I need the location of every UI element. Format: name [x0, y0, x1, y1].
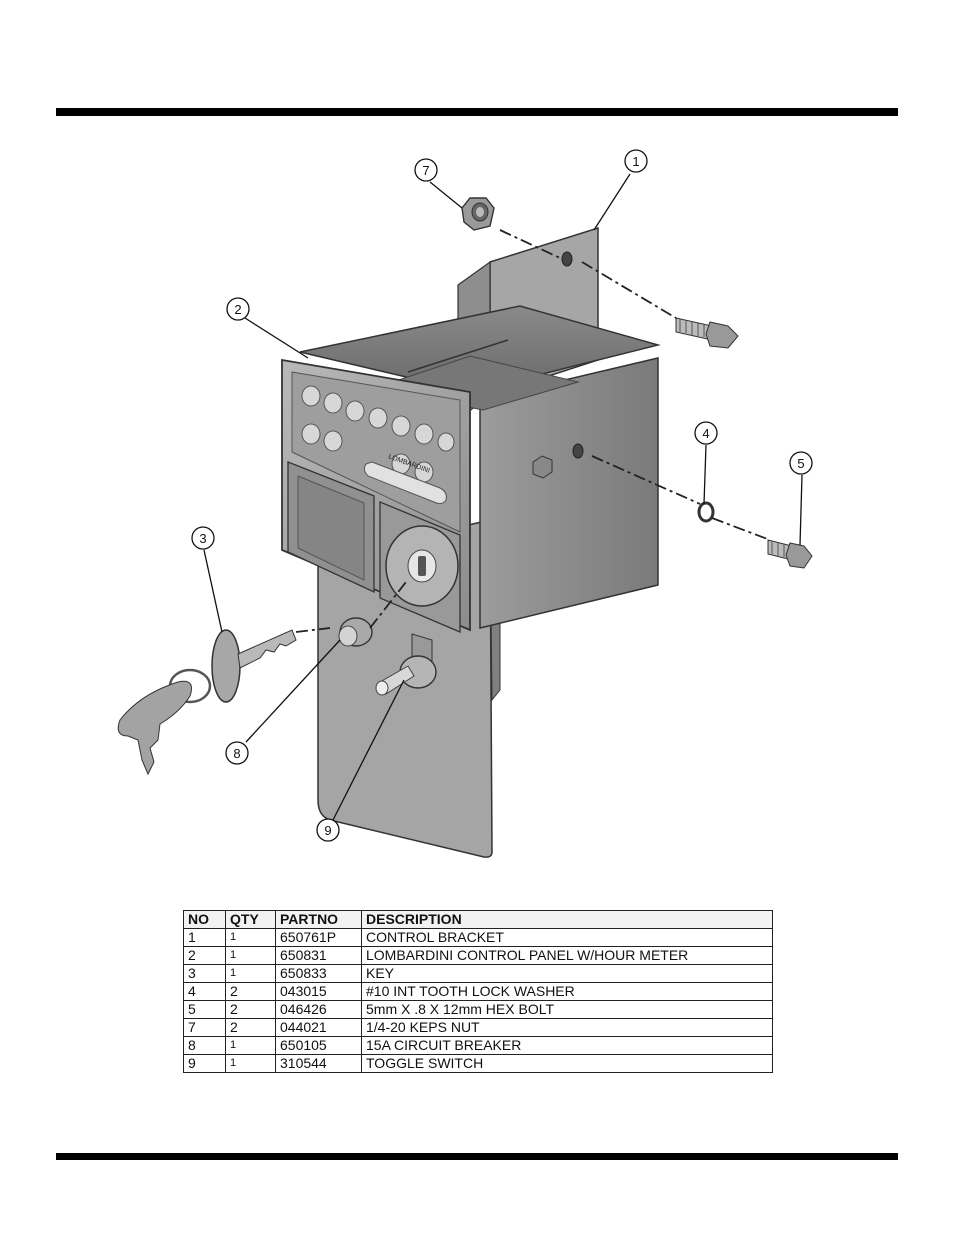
footer-rule — [56, 1153, 898, 1160]
table-row: 1 1 650761P CONTROL BRACKET — [183, 928, 773, 947]
header-description: DESCRIPTION — [361, 910, 773, 929]
svg-text:1: 1 — [632, 154, 639, 169]
cell-no: 9 — [183, 1054, 226, 1073]
hex-bolt-lower — [767, 539, 813, 569]
cell-description: TOGGLE SWITCH — [361, 1054, 773, 1073]
table-row: 9 1 310544 TOGGLE SWITCH — [183, 1054, 773, 1073]
callout-1: 1 — [624, 149, 648, 173]
cell-description: 15A CIRCUIT BREAKER — [361, 1036, 773, 1055]
cell-description: KEY — [361, 964, 773, 983]
header-no: NO — [183, 910, 226, 929]
cell-qty: 1 — [225, 1036, 276, 1055]
cell-partno: 650761P — [275, 928, 362, 947]
circuit-breaker — [338, 617, 373, 647]
cell-no: 3 — [183, 964, 226, 983]
callout-2: 2 — [226, 297, 250, 321]
key — [117, 629, 297, 776]
lock-washer — [697, 501, 715, 523]
cell-partno: 046426 — [275, 1000, 362, 1019]
callout-4: 4 — [694, 421, 718, 445]
cell-qty: 1 — [225, 946, 276, 965]
table-row: 2 1 650831 LOMBARDINI CONTROL PANEL W/HO… — [183, 946, 773, 965]
cell-no: 1 — [183, 928, 226, 947]
cell-qty: 2 — [225, 1000, 276, 1019]
cell-qty: 2 — [225, 1018, 276, 1037]
svg-text:9: 9 — [324, 823, 331, 838]
table-row: 5 2 046426 5mm X .8 X 12mm HEX BOLT — [183, 1000, 773, 1019]
callout-9: 9 — [316, 818, 340, 842]
leader-lines — [203, 173, 803, 821]
callout-3: 3 — [191, 526, 215, 550]
svg-text:7: 7 — [422, 163, 429, 178]
cell-partno: 044021 — [275, 1018, 362, 1037]
cell-qty: 2 — [225, 982, 276, 1001]
table-row: 7 2 044021 1/4-20 KEPS NUT — [183, 1018, 773, 1037]
svg-text:4: 4 — [702, 426, 709, 441]
cell-qty: 1 — [225, 928, 276, 947]
callout-5: 5 — [789, 451, 813, 475]
table-row: 3 1 650833 KEY — [183, 964, 773, 983]
cell-partno: 650831 — [275, 946, 362, 965]
cell-partno: 310544 — [275, 1054, 362, 1073]
cell-no: 2 — [183, 946, 226, 965]
cell-no: 4 — [183, 982, 226, 1001]
header-qty: QTY — [225, 910, 276, 929]
cell-description: #10 INT TOOTH LOCK WASHER — [361, 982, 773, 1001]
svg-text:2: 2 — [234, 302, 241, 317]
callout-7: 7 — [414, 158, 438, 182]
cell-no: 8 — [183, 1036, 226, 1055]
control-panel: LOMBARDINI — [281, 305, 661, 633]
table-row: 8 1 650105 15A CIRCUIT BREAKER — [183, 1036, 773, 1055]
cell-partno: 650833 — [275, 964, 362, 983]
hex-bolt-upper — [675, 317, 739, 349]
cell-qty: 1 — [225, 964, 276, 983]
parts-list-table: NO QTY PARTNO DESCRIPTION 1 1 650761P CO… — [183, 910, 773, 1073]
cell-description: LOMBARDINI CONTROL PANEL W/HOUR METER — [361, 946, 773, 965]
cell-partno: 043015 — [275, 982, 362, 1001]
svg-text:8: 8 — [233, 746, 240, 761]
table-row: 4 2 043015 #10 INT TOOTH LOCK WASHER — [183, 982, 773, 1001]
svg-text:5: 5 — [797, 456, 804, 471]
svg-text:3: 3 — [199, 531, 206, 546]
toggle-switch — [375, 633, 437, 696]
cell-partno: 650105 — [275, 1036, 362, 1055]
hex-nut-panel — [532, 455, 553, 479]
header-rule — [56, 108, 898, 116]
assembly-centerlines — [295, 229, 771, 633]
cell-description: 1/4-20 KEPS NUT — [361, 1018, 773, 1037]
table-header-row: NO QTY PARTNO DESCRIPTION — [183, 910, 773, 929]
cell-qty: 1 — [225, 1054, 276, 1073]
cell-description: 5mm X .8 X 12mm HEX BOLT — [361, 1000, 773, 1019]
callout-8: 8 — [225, 741, 249, 765]
exploded-parts-diagram: LOMBARDINI — [117, 149, 813, 858]
cell-no: 7 — [183, 1018, 226, 1037]
header-partno: PARTNO — [275, 910, 362, 929]
keps-nut — [461, 197, 495, 231]
cell-no: 5 — [183, 1000, 226, 1019]
cell-description: CONTROL BRACKET — [361, 928, 773, 947]
